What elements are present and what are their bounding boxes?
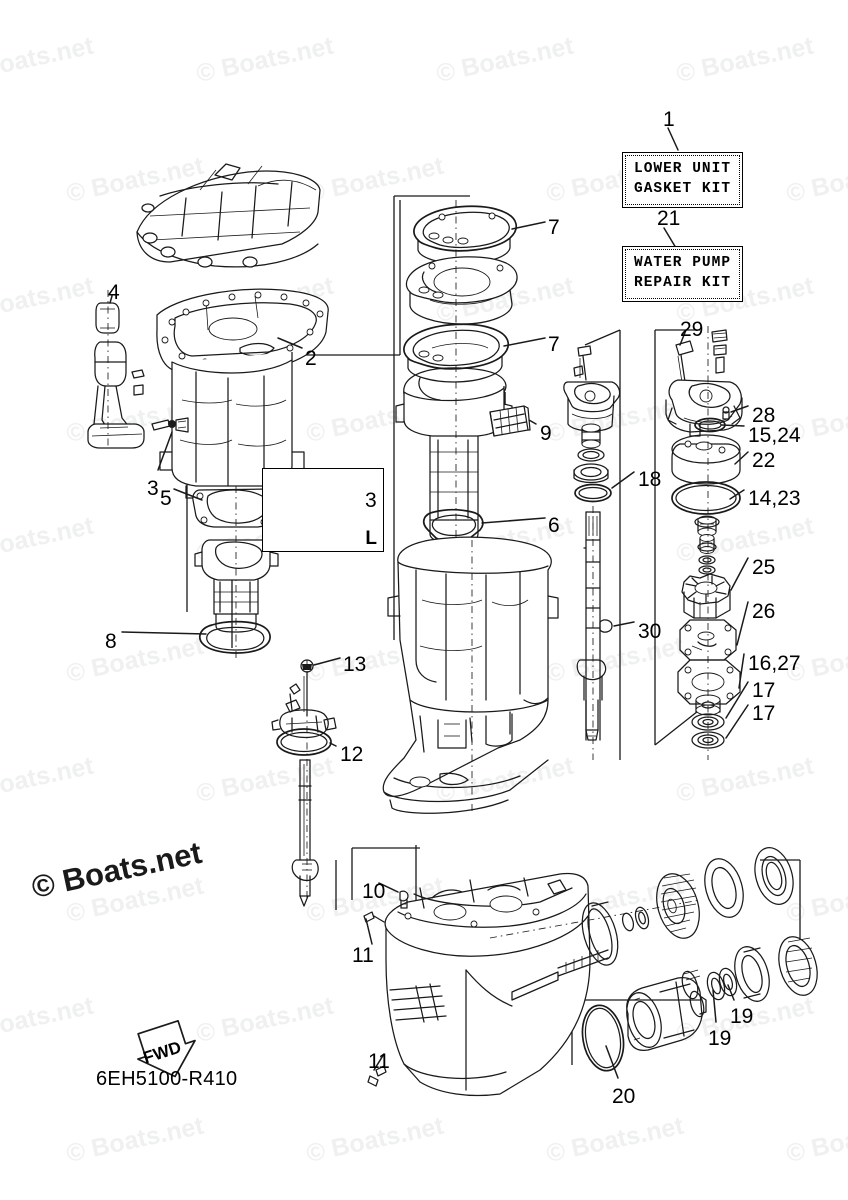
kit-box-line1: LOWER UNIT (634, 161, 732, 177)
shift-rod-shaft-drawing (291, 759, 319, 907)
kit-box-line2: REPAIR KIT (634, 274, 732, 291)
bracket-lower-right (571, 859, 801, 1065)
callout-number-6: 6 (548, 514, 560, 537)
kit-box-lower-unit-gasket: LOWER UNIT GASKET KIT (622, 152, 744, 209)
exhaust-guide-plate-drawing (405, 256, 518, 325)
bracket-center (393, 195, 470, 640)
callout-number-26: 26 (752, 600, 776, 623)
inset-marker-letter: L (365, 528, 377, 549)
seals-17-drawing (691, 694, 725, 749)
bearing-carrier-drawing (626, 976, 707, 1052)
callout-number-11: 11 (368, 1050, 390, 1073)
callout-number-17: 17 (752, 679, 776, 702)
callout-number-5: 5 (160, 487, 172, 510)
callout-number-3: 3 (365, 489, 377, 512)
diagram-number: 6EH5100-R410 (96, 1068, 238, 1090)
part-9-anode-drawing (489, 392, 531, 437)
driveshaft-column-drawing (563, 345, 621, 760)
water-pump-column-drawing (665, 326, 743, 760)
mid-gearcase-drawing (382, 536, 559, 814)
gasket-26-drawing (679, 619, 737, 661)
callout-number-1: 1 (663, 108, 675, 131)
callout-number-21: 21 (657, 207, 681, 230)
callout-number-30: 30 (638, 620, 662, 643)
callout-number-8: 8 (105, 630, 117, 653)
callout-number-22: 22 (752, 449, 776, 472)
callout-number-3: 3 (147, 477, 159, 500)
callout-number-4: 4 (108, 281, 120, 304)
part-7-upper-gasket-drawing (413, 205, 518, 265)
part-12-oring-drawing (276, 728, 332, 756)
part-6-seal-drawing (422, 508, 484, 542)
callout-number-9: 9 (540, 422, 552, 445)
gasket-2-drawing (156, 288, 329, 373)
inset-detail-box: L (262, 468, 384, 552)
kit-box-line2: GASKET KIT (634, 180, 732, 197)
callout-number-10: 10 (362, 880, 386, 903)
callout-number-2: 2 (305, 347, 317, 370)
part-4-grommet-drawing (87, 290, 145, 449)
lower-gearcase-drawing (363, 872, 701, 1097)
part-3-clip-drawing (131, 369, 189, 433)
callout-number-16-27: 16,27 (748, 652, 801, 675)
lower-casing-tube-drawing (194, 486, 279, 660)
impeller-drawing (681, 573, 731, 619)
callout-number-14-23: 14,23 (748, 487, 801, 510)
gear-bearing-exploded-drawing (581, 847, 818, 1072)
callout-number-28: 28 (752, 404, 776, 427)
fwd-arrow-icon (137, 1019, 196, 1078)
callout-number-19: 19 (708, 1027, 732, 1050)
center-casing-body-drawing (395, 200, 513, 560)
pinion-gear-drawing (656, 873, 700, 939)
upper-casing-drawing (136, 163, 321, 268)
callout-number-12: 12 (340, 743, 364, 766)
part-8-seal-drawing (199, 620, 271, 654)
part-7-lower-gasket-drawing (403, 323, 510, 383)
callout-number-15-24: 15,24 (748, 424, 801, 447)
callout-number-18: 18 (638, 468, 662, 491)
callout-number-7: 7 (548, 333, 560, 356)
leader-lines (109, 127, 749, 1079)
bracket-lower-left (351, 847, 420, 900)
callout-number-19: 19 (730, 1005, 754, 1028)
callout-number-7: 7 (548, 216, 560, 239)
kit-box-water-pump-repair: WATER PUMP REPAIR KIT (622, 246, 744, 303)
callout-number-11: 11 (352, 944, 374, 967)
callout-number-17: 17 (752, 702, 776, 725)
callout-number-20: 20 (612, 1085, 636, 1108)
callout-number-29: 29 (680, 318, 704, 341)
callout-number-25: 25 (752, 556, 776, 579)
callout-number-13: 13 (343, 653, 367, 676)
bracket-driveshaft (584, 329, 621, 760)
kit-box-line1: WATER PUMP (634, 255, 732, 271)
